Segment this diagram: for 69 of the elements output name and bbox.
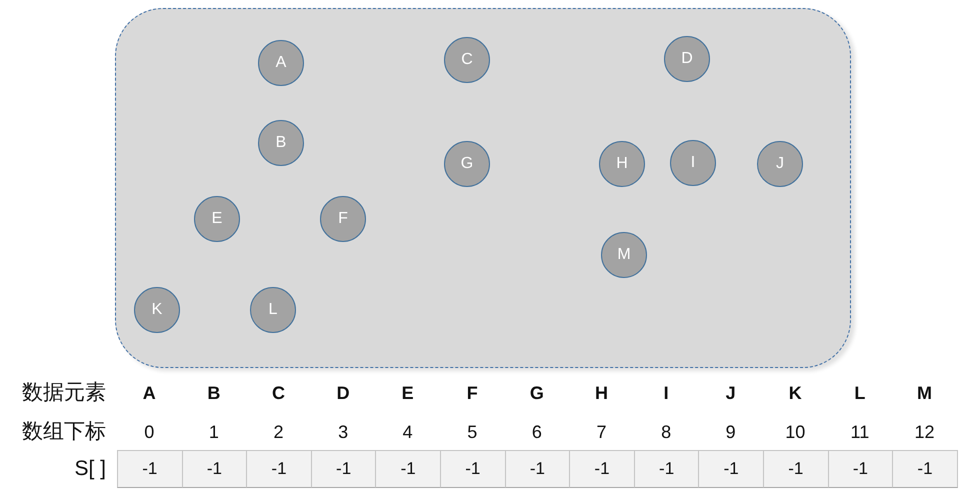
element-name: L (854, 382, 866, 404)
node-letter: K (152, 302, 162, 318)
element-name: I (664, 382, 669, 404)
array-index: 10 (785, 420, 806, 444)
element-name: D (336, 382, 350, 404)
array-value-cell: -1 (310, 450, 376, 488)
array-index: 7 (596, 420, 606, 444)
dashed-container (115, 8, 851, 368)
element-name: B (207, 382, 220, 404)
node-letter: J (776, 156, 784, 172)
array-index: 5 (467, 420, 478, 444)
element-name: F (466, 382, 478, 404)
graph-node (599, 141, 645, 187)
element-name: J (726, 382, 736, 404)
array-value-cell: -1 (698, 450, 764, 488)
graph-node (194, 196, 240, 242)
graph-node (134, 287, 180, 333)
node-letter: C (461, 52, 473, 68)
row-header: 数组下标 (22, 419, 106, 446)
element-name: K (788, 382, 802, 404)
graph-node (250, 287, 296, 333)
node-letter: H (616, 156, 628, 172)
graph-node (670, 140, 716, 186)
element-name: G (530, 382, 544, 404)
array-value-cell: -1 (892, 450, 958, 488)
node-letter: G (460, 156, 474, 172)
array-index: 0 (144, 420, 154, 444)
element-name: C (272, 382, 285, 404)
array-index: 6 (532, 420, 542, 444)
graph-node (320, 196, 366, 242)
array-value-cell: -1 (246, 450, 312, 488)
array-index: 11 (850, 420, 870, 444)
array-index: 12 (914, 420, 934, 444)
array-value-cell: -1 (182, 450, 248, 488)
array-value-cell: -1 (634, 450, 700, 488)
array-index: 2 (273, 420, 284, 444)
array-index: 4 (402, 420, 413, 444)
graph-node (444, 37, 490, 83)
graph-node (444, 141, 490, 187)
array-value-cell: -1 (440, 450, 506, 488)
node-letter: I (690, 155, 696, 171)
array-index: 8 (661, 420, 672, 444)
row-header: S[ ] (74, 456, 106, 482)
node-letter: A (276, 55, 286, 71)
graph-node (601, 232, 647, 278)
node-letter: F (338, 211, 348, 227)
node-letter: B (276, 135, 286, 151)
graph-node (258, 120, 304, 166)
array-value-cell: -1 (763, 450, 829, 488)
element-name: A (142, 382, 156, 404)
array-index: 1 (208, 420, 219, 444)
array-value-cell: -1 (117, 450, 183, 488)
array-value-cell: -1 (569, 450, 635, 488)
array-value-cell: -1 (504, 450, 570, 488)
element-name: M (916, 382, 932, 404)
array-value-cell: -1 (828, 450, 894, 488)
graph-node (258, 40, 304, 86)
node-letter: L (268, 302, 278, 318)
array-index: 9 (726, 420, 736, 444)
node-letter: E (212, 211, 222, 227)
graph-node (757, 141, 803, 187)
array-value-cell: -1 (375, 450, 441, 488)
row-header: 数据元素 (22, 380, 106, 406)
graph-node (664, 36, 710, 82)
node-letter: M (617, 247, 631, 263)
element-name: H (594, 382, 608, 404)
node-letter: D (681, 51, 693, 67)
array-index: 3 (338, 420, 348, 444)
element-name: E (402, 382, 414, 404)
